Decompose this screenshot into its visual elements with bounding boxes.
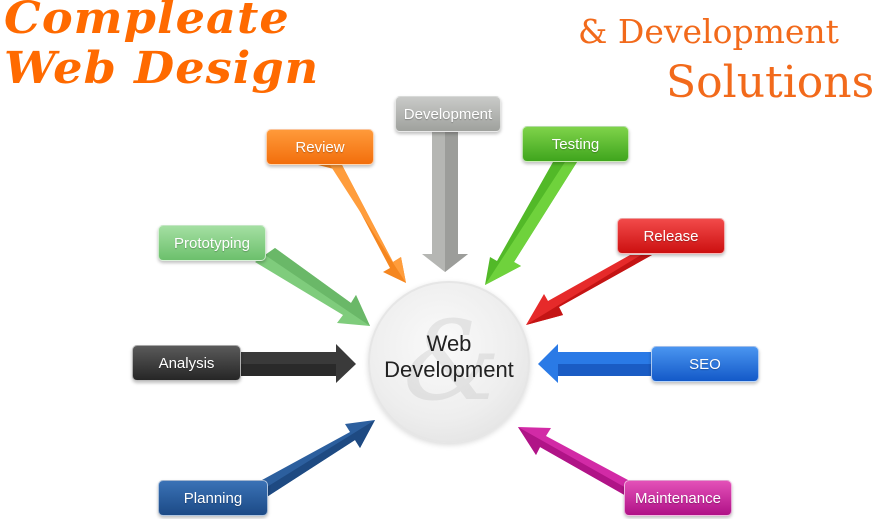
arrow-analysis [241, 344, 356, 383]
node-analysis: Analysis [132, 345, 241, 381]
hub-swirl-decoration-icon: & [403, 297, 501, 425]
hub-web-development: & Web Development [368, 281, 530, 443]
node-release: Release [617, 218, 725, 254]
node-maintenance: Maintenance [624, 480, 732, 516]
arrow-development [422, 132, 468, 272]
node-review: Review [266, 129, 374, 165]
arrow-testing [485, 162, 577, 285]
arrow-prototyping [255, 248, 370, 326]
title-line-2: Web Design [4, 43, 320, 94]
node-planning: Planning [158, 480, 268, 516]
arrow-maintenance [518, 427, 628, 497]
node-seo: SEO [651, 346, 759, 382]
title-line-1: Compleate [4, 0, 290, 44]
arrow-release [526, 255, 652, 325]
subtitle-line-2: Solutions [666, 57, 875, 108]
subtitle-line-1: & Development [578, 12, 839, 51]
node-development: Development [395, 96, 501, 132]
node-testing: Testing [522, 126, 629, 162]
hub-label-line-2: Development [384, 357, 514, 382]
arrow-planning [262, 420, 375, 500]
hub-label-line-1: Web [426, 331, 472, 356]
main-title: Compleate Web Design [4, 0, 319, 94]
arrow-review [318, 165, 406, 283]
hub-label: Web Development [368, 331, 530, 383]
arrow-seo [538, 344, 651, 383]
node-prototyping: Prototyping [158, 225, 266, 261]
